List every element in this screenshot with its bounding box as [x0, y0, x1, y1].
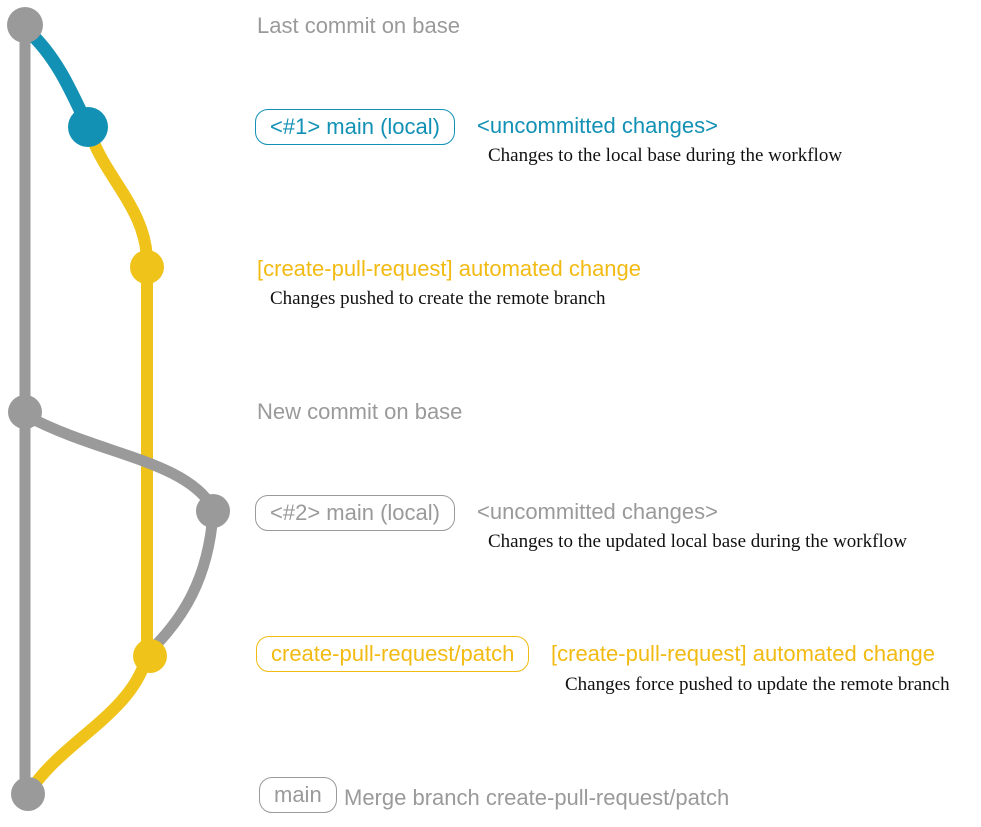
label-uncommitted-changes-2: <uncommitted changes> [477, 499, 718, 524]
badge-main-local-2: <#2> main (local) [255, 495, 455, 532]
commit-main-local-1 [68, 107, 108, 147]
desc-uncommitted-changes-1: Changes to the local base during the wor… [488, 145, 843, 166]
label-uncommitted-changes-1: <uncommitted changes> [477, 113, 718, 138]
commit-merge-main [11, 777, 45, 811]
commit-new-base [8, 395, 42, 429]
label-automated-change-2: [create-pull-request] automated change [551, 641, 936, 666]
commit-main-local-2 [196, 494, 230, 528]
desc-automated-change-2: Changes force pushed to update the remot… [565, 674, 950, 695]
remote-branch-merge-curve [24, 656, 151, 797]
desc-uncommitted-changes-2: Changes to the updated local base during… [488, 531, 907, 552]
badge-create-pull-request-patch: create-pull-request/patch [256, 636, 530, 673]
commit-last-base [7, 7, 43, 43]
desc-automated-change-1: Changes pushed to create the remote bran… [270, 288, 606, 309]
label-last-commit-on-base: Last commit on base [257, 13, 460, 38]
badge-main: main [259, 777, 337, 814]
remote-branch-curve-top [86, 132, 153, 268]
label-automated-change-1: [create-pull-request] automated change [257, 256, 642, 281]
rebase-curve [149, 508, 219, 652]
label-merge-branch: Merge branch create-pull-request/patch [344, 785, 730, 810]
commit-automated-change-2 [133, 639, 167, 673]
git-graph [7, 7, 230, 811]
badge-main-local-1: <#1> main (local) [255, 109, 455, 146]
commit-automated-change-1 [130, 250, 164, 284]
label-new-commit-on-base: New commit on base [257, 399, 463, 424]
updated-local-main-curve [21, 410, 219, 514]
